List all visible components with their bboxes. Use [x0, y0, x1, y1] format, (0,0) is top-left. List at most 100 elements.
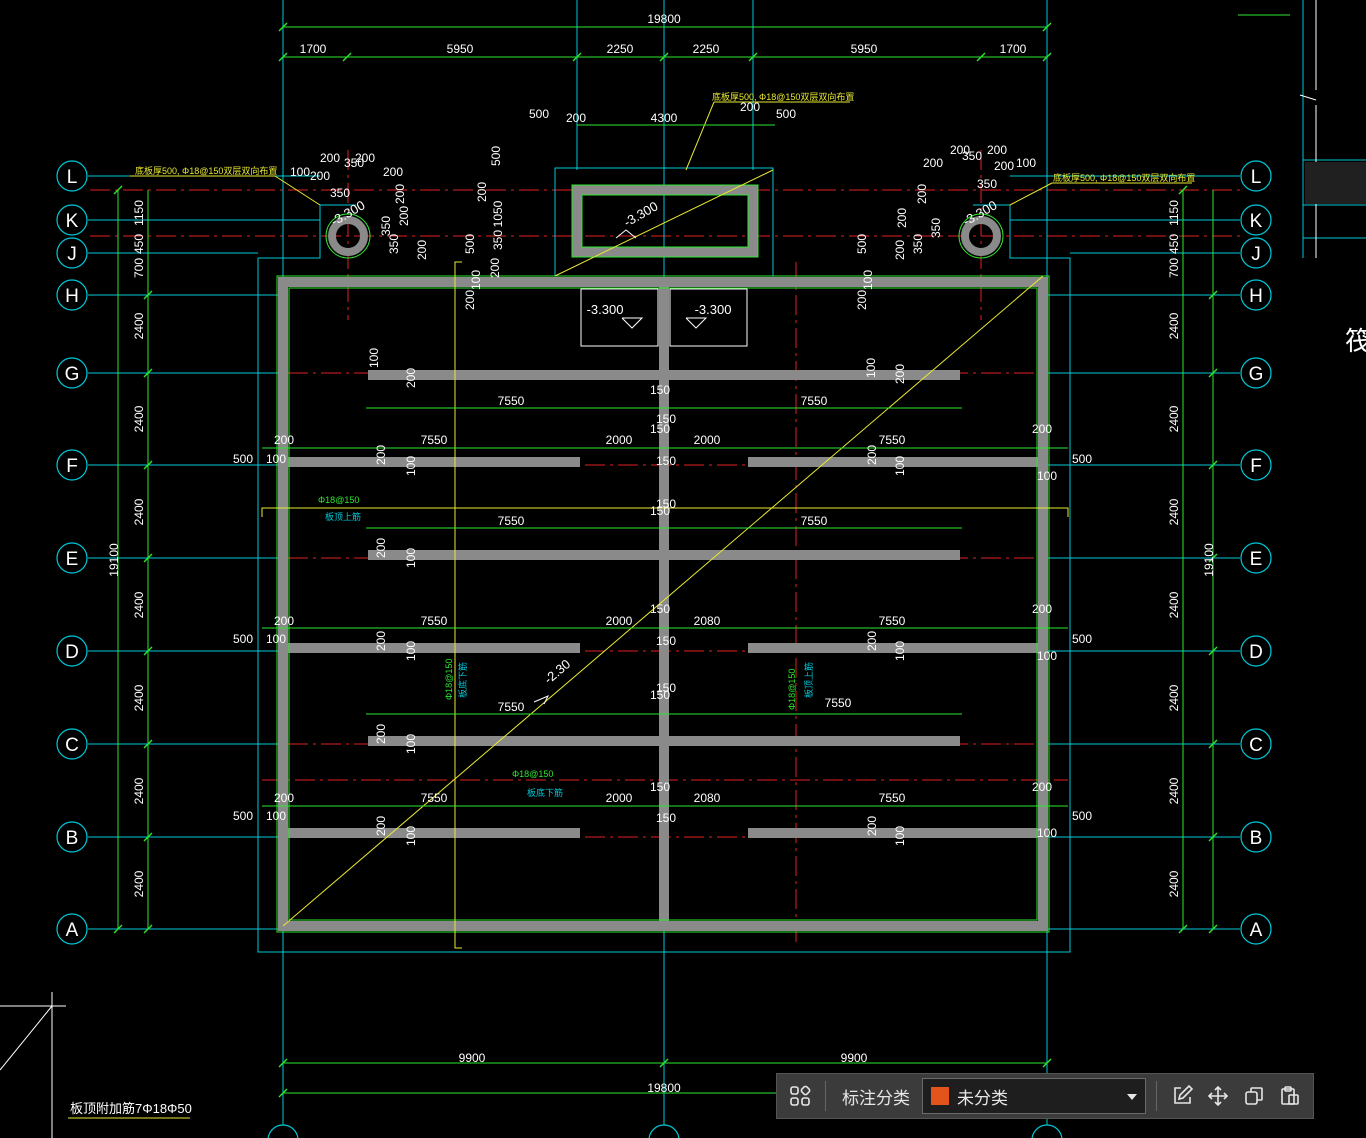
svg-text:150: 150: [650, 780, 670, 794]
box-elevation-left: -3.300: [587, 302, 624, 317]
category-color-swatch: [931, 1087, 949, 1105]
svg-text:350: 350: [379, 216, 393, 236]
svg-text:200: 200: [865, 816, 879, 836]
pit-dim-4: 200: [740, 100, 760, 114]
move-icon[interactable]: [1203, 1081, 1233, 1111]
right-total-dim: 19100: [1202, 543, 1216, 577]
svg-text:100: 100: [266, 632, 286, 646]
svg-text:200: 200: [393, 184, 407, 204]
bottom-half-2: 9900: [841, 1051, 868, 1065]
svg-text:200: 200: [320, 151, 340, 165]
top-seg-6: 1700: [1000, 42, 1027, 56]
svg-text:200: 200: [893, 240, 907, 260]
category-dropdown-value: 未分类: [957, 1088, 1008, 1109]
grid-bubble-e-right: [1240, 542, 1272, 574]
svg-text:200: 200: [274, 791, 294, 805]
svg-text:150: 150: [656, 454, 676, 468]
svg-text:150: 150: [650, 602, 670, 616]
note-right: 底板厚500, Φ18@150双层双向布置: [1053, 172, 1195, 183]
grid-label-c-right: C: [1249, 735, 1263, 756]
grid-label-j-right: J: [1251, 244, 1261, 265]
svg-text:2400: 2400: [1167, 777, 1181, 804]
grid-label-j-left: J: [67, 244, 77, 265]
svg-text:200: 200: [404, 368, 418, 388]
svg-text:2400: 2400: [1167, 312, 1181, 339]
grid-bubble-j-right: [1240, 237, 1272, 269]
svg-text:100: 100: [404, 826, 418, 846]
svg-text:7550: 7550: [498, 394, 525, 408]
grid-bubble-a-right: [1240, 913, 1272, 945]
svg-text:2400: 2400: [1167, 405, 1181, 432]
svg-text:100: 100: [864, 358, 878, 378]
note-left: 底板厚500, Φ18@150双层双向布置: [135, 165, 277, 176]
svg-text:100: 100: [290, 165, 310, 179]
svg-text:500: 500: [1072, 632, 1092, 646]
svg-text:450: 450: [132, 234, 146, 254]
svg-text:Φ18@150: Φ18@150: [318, 495, 359, 505]
paste-icon[interactable]: [1275, 1081, 1305, 1111]
svg-text:1050: 1050: [491, 200, 505, 227]
svg-text:500: 500: [463, 234, 477, 254]
grid-label-h-right: H: [1249, 286, 1263, 307]
svg-text:200: 200: [397, 206, 411, 226]
grid-bubble-f-left: [56, 449, 88, 481]
svg-text:板底下筋: 板底下筋: [457, 662, 468, 698]
grid-bubble-g-left: [56, 357, 88, 389]
grid-label-h-left: H: [65, 286, 79, 307]
grid-bubble-e-left: [56, 542, 88, 574]
top-seg-4: 2250: [693, 42, 720, 56]
svg-text:200: 200: [895, 208, 909, 228]
svg-text:200: 200: [374, 445, 388, 465]
svg-text:1150: 1150: [1167, 200, 1181, 226]
svg-text:Φ18@150: Φ18@150: [444, 659, 454, 700]
grid-label-d-left: D: [65, 642, 79, 663]
grid-label-b-right: B: [1250, 828, 1263, 849]
svg-text:板顶上筋: 板顶上筋: [325, 511, 361, 522]
bottom-left-note-group: 板顶附加筋7Φ18Φ50: [70, 1101, 192, 1116]
svg-text:2400: 2400: [132, 870, 146, 897]
category-dropdown[interactable]: 未分类: [922, 1078, 1146, 1114]
svg-text:200: 200: [950, 143, 970, 157]
note-leaders: [68, 101, 1192, 1119]
svg-text:150: 150: [656, 497, 676, 511]
grid-label-e-left: E: [66, 549, 79, 570]
svg-text:700: 700: [1167, 258, 1181, 278]
grid-label-l-right: L: [1251, 167, 1262, 188]
svg-text:2400: 2400: [132, 684, 146, 711]
svg-text:2400: 2400: [132, 405, 146, 432]
svg-text:350: 350: [962, 149, 982, 163]
grid-label-e-right: E: [1250, 549, 1263, 570]
svg-text:100: 100: [266, 809, 286, 823]
grid-apps-icon[interactable]: [785, 1081, 815, 1111]
svg-text:100: 100: [266, 452, 286, 466]
left-total-dim: 19100: [107, 543, 121, 577]
reinforcement-notes: 底板厚500, Φ18@150双层双向布置 底板厚500, Φ18@150双层双…: [135, 91, 1195, 183]
svg-text:100: 100: [861, 270, 875, 290]
svg-text:500: 500: [233, 632, 253, 646]
svg-text:200: 200: [994, 159, 1014, 173]
svg-text:150: 150: [650, 504, 670, 518]
svg-text:150: 150: [656, 681, 676, 695]
svg-text:2080: 2080: [694, 614, 721, 628]
svg-text:7550: 7550: [421, 433, 448, 447]
copy-icon[interactable]: [1239, 1081, 1269, 1111]
svg-text:500: 500: [233, 809, 253, 823]
svg-text:350: 350: [911, 234, 925, 254]
svg-text:100: 100: [404, 456, 418, 476]
svg-text:2400: 2400: [1167, 591, 1181, 618]
dimension-lines: [117, 14, 1290, 1094]
svg-text:2400: 2400: [1167, 870, 1181, 897]
column-bubbles: [267, 1124, 1063, 1138]
svg-text:150: 150: [656, 634, 676, 648]
svg-text:500: 500: [489, 146, 503, 166]
edit-icon[interactable]: [1167, 1081, 1197, 1111]
grid-label-a-right: A: [1250, 920, 1263, 941]
top-seg-3: 2250: [607, 42, 634, 56]
grid-label-k-right: K: [1250, 211, 1263, 232]
svg-text:200: 200: [415, 240, 429, 260]
grid-bubble-d-right: [1240, 635, 1272, 667]
svg-text:200: 200: [893, 364, 907, 384]
svg-text:100: 100: [1037, 469, 1057, 483]
